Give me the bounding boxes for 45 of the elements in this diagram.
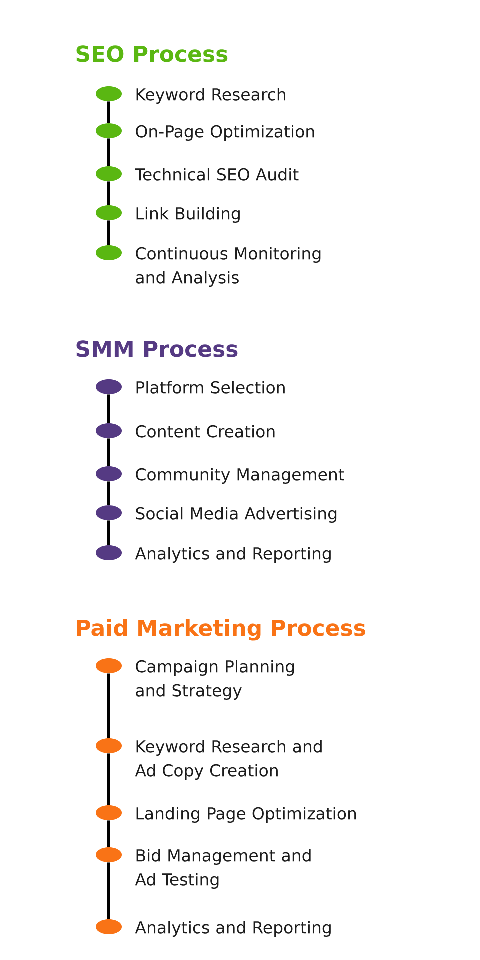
connector-line [108, 220, 110, 246]
timeline-dot [96, 86, 122, 102]
timeline-dot [96, 738, 122, 754]
timeline-dot [96, 466, 122, 482]
step-label: Social Media Advertising [136, 507, 337, 524]
connector-line [108, 520, 110, 546]
section-heading: SMM Process [76, 340, 238, 358]
timeline-dot [96, 166, 122, 182]
timeline-dot [96, 246, 122, 260]
timeline-dot [96, 546, 122, 560]
connector-line [108, 674, 110, 738]
step-label: Keyword Research [136, 88, 286, 104]
timeline-dot [96, 506, 122, 520]
step-label: Bid Management and Ad Testing [135, 849, 311, 890]
timeline-dot [96, 658, 122, 674]
step-label: Landing Page Optimization [136, 807, 356, 824]
step-label: Community Management [136, 468, 344, 484]
step-label: Analytics and Reporting [135, 547, 331, 564]
connector-line [108, 394, 110, 424]
timeline-dot [96, 206, 122, 220]
section-heading: Paid Marketing Process [77, 619, 366, 641]
connector-line [108, 862, 110, 920]
connector-line [108, 102, 110, 124]
step-label: Content Creation [136, 425, 275, 438]
step-label: Campaign Planning and Strategy [136, 660, 294, 700]
step-label: Platform Selection [136, 381, 285, 394]
step-label: Technical SEO Audit [135, 168, 299, 181]
step-label: Analytics and Reporting [135, 921, 331, 938]
timeline-dot [96, 124, 122, 138]
timeline-dot [96, 920, 122, 934]
connector-line [108, 482, 110, 506]
timeline-dot [96, 848, 122, 862]
step-label: Link Building [136, 207, 240, 224]
timeline-dot [96, 424, 122, 438]
step-label: On-Page Optimization [136, 125, 314, 142]
step-label: Continuous Monitoring and Analysis [136, 247, 321, 288]
connector-line [108, 182, 110, 206]
connector-line [108, 754, 110, 806]
connector-line [108, 438, 110, 466]
section-heading: SEO Process [76, 46, 228, 62]
timeline-dot [96, 806, 122, 820]
step-label: Keyword Research and Ad Copy Creation [135, 740, 322, 780]
connector-line [108, 138, 110, 166]
timeline-dot [96, 380, 122, 394]
connector-line [108, 820, 110, 848]
